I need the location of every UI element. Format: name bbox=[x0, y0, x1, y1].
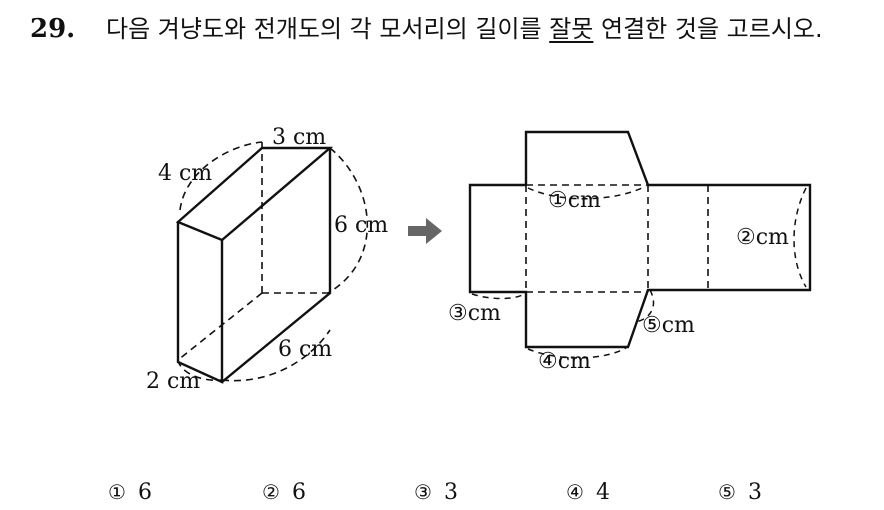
net-measure-arcs bbox=[471, 185, 807, 359]
net-label-1: ①cm bbox=[548, 188, 601, 213]
net-fold-lines bbox=[525, 184, 709, 293]
figure: 3 cm 4 cm 6 cm 6 cm 2 cm ①cm ②cm ③cm ④cm… bbox=[146, 125, 812, 394]
label-bottom-depth: 2 cm bbox=[146, 369, 200, 394]
choice-1-marker: ① bbox=[108, 480, 126, 504]
net-drawing bbox=[468, 130, 812, 359]
box-drawing bbox=[175, 141, 369, 384]
label-bottom-length: 6 cm bbox=[278, 337, 332, 362]
question-text-part2: 연결한 것을 고르시오. bbox=[593, 15, 823, 43]
label-top-width: 3 cm bbox=[272, 125, 326, 150]
net-label-2: ②cm bbox=[736, 225, 789, 250]
arrow-icon bbox=[408, 218, 442, 244]
choice-2-value: 6 bbox=[291, 480, 306, 505]
net-outline bbox=[468, 130, 812, 349]
box-hidden-edges bbox=[177, 142, 330, 361]
label-right-height: 6 cm bbox=[334, 213, 388, 238]
box-arc-bottom bbox=[221, 329, 331, 382]
question-text: 다음 겨냥도와 전개도의 각 모서리의 길이를 잘못 연결한 것을 고르시오. bbox=[106, 10, 876, 48]
box-visible-edges bbox=[175, 146, 334, 384]
label-top-depth: 4 cm bbox=[158, 161, 212, 186]
box-arc-top bbox=[179, 141, 263, 211]
question-text-emphasis: 잘못 bbox=[549, 15, 594, 43]
choice-5-marker: ⑤ bbox=[718, 480, 736, 504]
choice-2-marker: ② bbox=[262, 480, 280, 504]
choice-4-marker: ④ bbox=[566, 480, 584, 504]
choice-3-value: 3 bbox=[443, 480, 458, 505]
choice-5-value: 3 bbox=[747, 480, 762, 505]
box-arc-right bbox=[327, 147, 369, 294]
net-label-3: ③cm bbox=[448, 301, 501, 326]
net-label-5: ⑤cm bbox=[642, 313, 695, 338]
question-number: 29. bbox=[30, 14, 76, 44]
choice-4-value: 4 bbox=[595, 480, 610, 505]
net-label-4: ④cm bbox=[538, 349, 591, 374]
choice-1-value: 6 bbox=[137, 480, 152, 505]
choice-3-marker: ③ bbox=[414, 480, 432, 504]
question-text-part1: 다음 겨냥도와 전개도의 각 모서리의 길이를 bbox=[106, 15, 550, 43]
